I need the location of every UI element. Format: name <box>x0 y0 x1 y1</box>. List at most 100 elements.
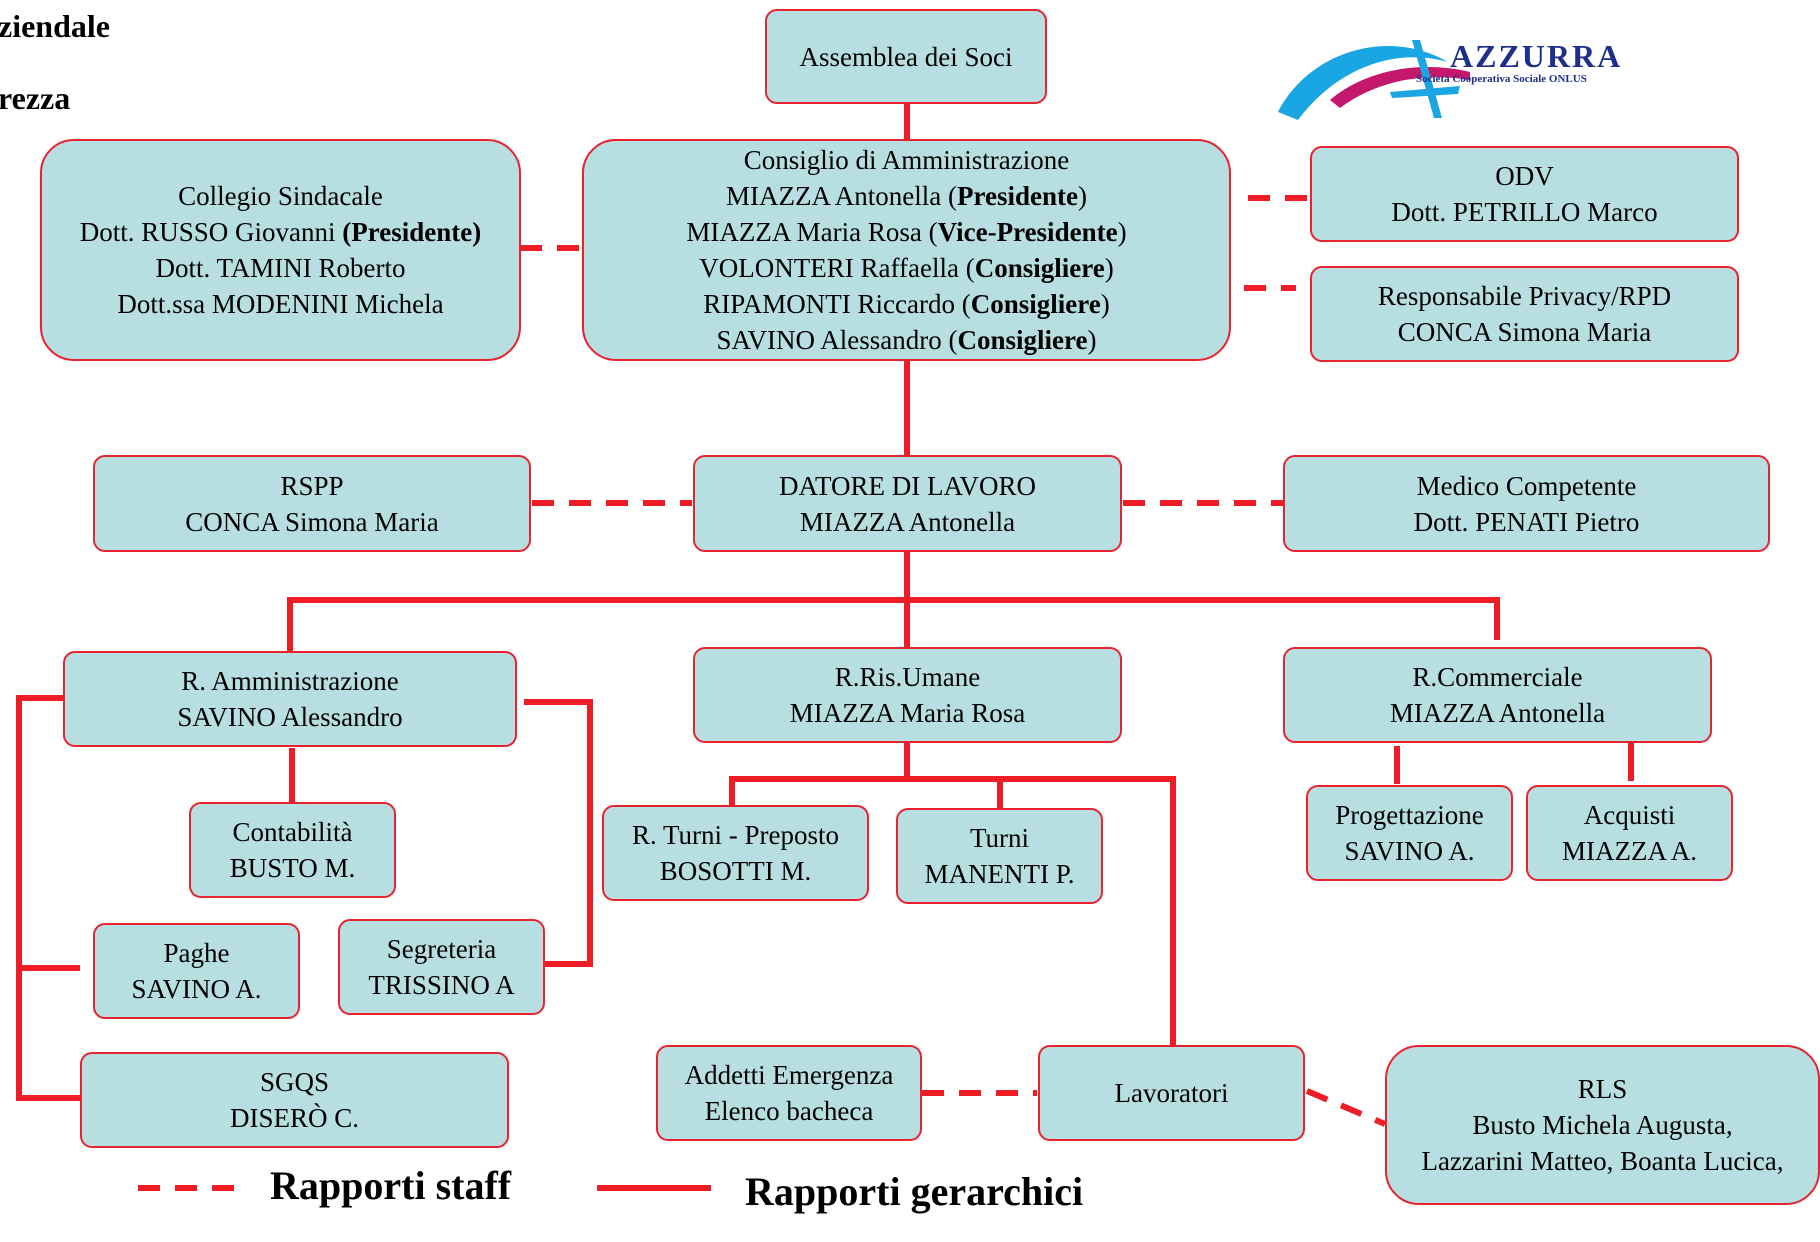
medico-line-1-seg-1: Medico Competente <box>1416 470 1637 501</box>
progett-line-1: Progettazione <box>1335 797 1483 833</box>
rcomm-line-1-seg-1: R.Commerciale <box>1412 662 1583 692</box>
rls-line-1-seg-1: RLS <box>1577 1074 1628 1104</box>
ramm-line-2: SAVINO Alessandro <box>177 699 402 735</box>
paghe-line-1: Paghe <box>164 935 230 971</box>
rls-line-2: Busto Michela Augusta, <box>1472 1107 1732 1143</box>
cda-line-6-seg-1: SAVINO Alessandro ( <box>716 325 958 355</box>
collegio-line-2-seg-2: (Presidente) <box>342 217 482 247</box>
privacy-box: Responsabile Privacy/RPD CONCA Simona Mar… <box>1310 266 1739 362</box>
legend-gerarchici-label: Rapporti gerarchici <box>745 1169 1084 1214</box>
cda-line-4: VOLONTERI Raffaella (Consigliere) <box>699 250 1113 286</box>
collegio-line-3: Dott. TAMINI Roberto <box>155 250 405 286</box>
cda-line-6: SAVINO Alessandro (Consigliere) <box>717 322 1097 358</box>
paghe-line-1-seg-1: Paghe <box>163 938 230 968</box>
progett-line-2-seg-1: SAVINO A. <box>1344 836 1475 866</box>
sgqs-line-2-seg-1: DISERÒ C. <box>229 1103 359 1133</box>
rris-line-1-seg-1: R.Ris.Umane <box>834 662 981 692</box>
cda-line-5-seg-3: ) <box>1100 289 1110 319</box>
cda-line-2-seg-3: ) <box>1077 181 1087 211</box>
collegio-line-2: Dott. RUSSO Giovanni (Presidente) <box>80 214 482 250</box>
rcomm-line-2-seg-1: MIAZZA Antonella <box>1389 698 1606 728</box>
assemblea-soci-box: Assemblea dei Soci <box>765 9 1047 104</box>
datore-line-1: DATORE DI LAVORO <box>779 468 1036 504</box>
turni-line-1: Turni <box>970 820 1029 856</box>
cda-line-5-seg-1: RIPAMONTI Riccardo ( <box>703 289 971 319</box>
datore-line-1-seg-1: DATORE DI LAVORO <box>778 470 1036 501</box>
cda-line-5: RIPAMONTI Riccardo (Consigliere) <box>703 286 1109 322</box>
privacy-line-2-seg-1: CONCA Simona Maria <box>1397 317 1652 347</box>
collegio-line-1-seg-1: Collegio Sindacale <box>178 181 383 211</box>
cda-line-3-seg-2: Vice-Presidente <box>937 217 1118 247</box>
sgqs-line-1: SGQS <box>260 1064 329 1100</box>
logo-subtitle: Società Cooperativa Sociale ONLUS <box>1416 73 1587 85</box>
cda-line-5-seg-2: Consigliere <box>970 289 1101 319</box>
privacy-line-1-seg-1: Responsabile Privacy/RPD <box>1377 281 1672 311</box>
acquisti-line-1: Acquisti <box>1584 797 1676 833</box>
acquisti-line-2-seg-1: MIAZZA A. <box>1562 836 1697 866</box>
rris-line-2-seg-1: MIAZZA Maria Rosa <box>789 698 1026 728</box>
rls-line-2-seg-1: Busto Michela Augusta, <box>1472 1110 1733 1140</box>
cda-line-4-seg-3: ) <box>1104 253 1114 283</box>
turniprep-line-1-seg-1: R. Turni - Preposto <box>631 820 840 850</box>
medico-line-2: Dott. PENATI Pietro <box>1414 504 1640 540</box>
segreteria-line-1-seg-1: Segreteria <box>386 934 497 964</box>
acquisti-line-2: MIAZZA A. <box>1562 833 1697 869</box>
addetti-line-1: Addetti Emergenza <box>685 1057 894 1093</box>
rspp-line-1-seg-1: RSPP <box>280 470 344 501</box>
cda-line-3-seg-3: ) <box>1117 217 1127 247</box>
header-line-1: ziendale <box>0 8 110 44</box>
collegio-line-1: Collegio Sindacale <box>178 178 383 214</box>
rris-line-2: MIAZZA Maria Rosa <box>790 695 1025 731</box>
contab-line-1: Contabilità <box>233 814 353 850</box>
header-line-2: rezza <box>0 80 71 116</box>
rls-box: RLS Busto Michela Augusta,Lazzarini Matte… <box>1385 1045 1820 1205</box>
segreteria-line-2: TRISSINO A <box>368 967 514 1003</box>
odv-line-2: Dott. PETRILLO Marco <box>1391 194 1657 230</box>
collegio-line-4-seg-1: Dott.ssa MODENINI Michela <box>117 289 444 319</box>
azzurra-logo: AZZURRA Società Cooperativa Sociale ONLU… <box>1270 30 1690 130</box>
progett-line-1-seg-1: Progettazione <box>1335 800 1484 830</box>
segreteria-line-2-seg-1: TRISSINO A <box>368 970 515 1000</box>
cda-line-2-seg-2: Presidente <box>956 181 1078 211</box>
legend-staff-label: Rapporti staff <box>270 1163 512 1208</box>
cda-line-2-seg-1: MIAZZA Antonella ( <box>726 181 957 211</box>
cda-line-2: MIAZZA Antonella (Presidente) <box>726 178 1087 214</box>
turni-line-1-seg-1: Turni <box>969 823 1030 853</box>
addetti-line-2: Elenco bacheca <box>705 1093 874 1129</box>
cda-line-4-seg-2: Consigliere <box>974 253 1105 283</box>
privacy-line-1: Responsabile Privacy/RPD <box>1378 278 1671 314</box>
collegio-line-2-seg-1: Dott. RUSSO Giovanni <box>79 217 343 247</box>
sgqs-line-2: DISERÒ C. <box>230 1100 359 1136</box>
contab-line-2-seg-1: BUSTO M. <box>229 853 356 883</box>
odv-line-2-seg-1: Dott. PETRILLO Marco <box>1391 197 1658 227</box>
logo-swoosh-icon <box>1278 40 1470 120</box>
turni-line-2-seg-1: MANENTI P. <box>924 859 1075 889</box>
ramm-line-2-seg-1: SAVINO Alessandro <box>177 702 403 732</box>
progett-line-2: SAVINO A. <box>1344 833 1474 869</box>
turniprep-line-2-seg-1: BOSOTTI M. <box>659 856 812 886</box>
cda-line-1-seg-1: Consiglio di Amministrazione <box>743 145 1070 175</box>
lavoratori-line-1-seg-1: Lavoratori <box>1114 1078 1229 1108</box>
paghe-line-2: SAVINO A. <box>131 971 261 1007</box>
lavoratori-box: Lavoratori <box>1038 1045 1305 1141</box>
addetti-line-1-seg-1: Addetti Emergenza <box>684 1060 894 1090</box>
cda-line-3: MIAZZA Maria Rosa (Vice-Presidente) <box>686 214 1126 250</box>
cda-line-3-seg-1: MIAZZA Maria Rosa ( <box>686 217 938 247</box>
rls-line-3: Lazzarini Matteo, Boanta Lucica, <box>1421 1143 1783 1179</box>
